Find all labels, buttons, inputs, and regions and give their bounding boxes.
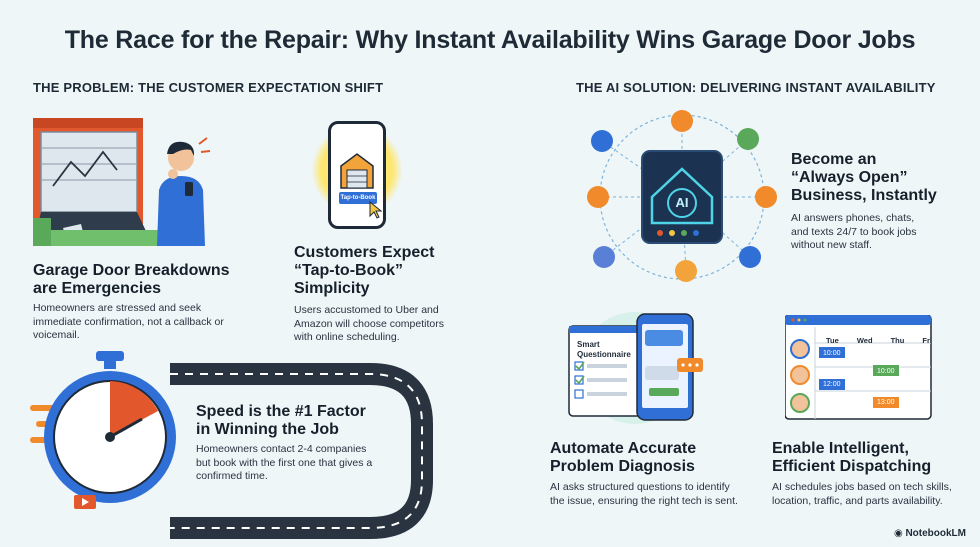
- tap-to-book-button[interactable]: Tap-to-Book: [339, 192, 377, 204]
- always-open-title-line3: Business, Instantly: [791, 187, 937, 204]
- tap-title-line2: “Tap-to-Book”: [294, 262, 404, 279]
- tap-title-line1: Customers Expect: [294, 244, 435, 261]
- day-tue: Tue: [826, 336, 839, 345]
- day-wed: Wed: [856, 336, 873, 345]
- speed-body-line3: confirmed time.: [196, 470, 268, 482]
- always-open-body-line2: and texts 24/7 to book jobs: [791, 225, 917, 238]
- dispatch-body-line1: AI schedules jobs based on tech skills,: [772, 481, 952, 493]
- tap-body-line2: Amazon will choose competitors: [294, 317, 444, 330]
- ai-hub-label: AI: [675, 195, 689, 210]
- notebooklm-brand: ◉ NotebookLM: [894, 528, 966, 539]
- questionnaire-illustration: [568, 312, 703, 424]
- ai-hub-illustration: [587, 110, 777, 282]
- race-road-illustration: [170, 363, 433, 539]
- phone-icon: [328, 121, 386, 229]
- speed-title-line2: in Winning the Job: [196, 421, 339, 438]
- page-title: The Race for the Repair: Why Instant Ava…: [64, 26, 916, 54]
- diagnosis-body-line2: the issue, ensuring the right tech is se…: [550, 494, 738, 507]
- questionnaire-line2: Questionnaire: [577, 350, 631, 359]
- questionnaire-line1: Smart: [577, 340, 600, 349]
- always-open-body-line3: without new staff.: [791, 239, 872, 251]
- problem-heading: THE PROBLEM: THE CUSTOMER EXPECTATION SH…: [33, 80, 384, 95]
- schedule-calendar-illustration: [785, 315, 932, 420]
- breakdowns-title-line1: Garage Door Breakdowns: [33, 262, 230, 279]
- dispatch-body-line2: location, traffic, and parts availabilit…: [772, 494, 943, 507]
- speed-body-line2: but book with the first one that gives a: [196, 456, 373, 469]
- cursor-icon: [369, 200, 383, 219]
- stopwatch-icon: [30, 351, 176, 509]
- breakdowns-body-line2: immediate confirmation, not a callback o…: [33, 315, 224, 328]
- tap-title-line3: Simplicity: [294, 280, 370, 297]
- slot-2: 10:00: [877, 368, 895, 375]
- diagnosis-body-line1: AI asks structured questions to identify: [550, 481, 730, 493]
- tap-body-line3: with online scheduling.: [294, 331, 400, 343]
- breakdowns-body-line1: Homeowners are stressed and seek: [33, 302, 202, 314]
- always-open-title-line1: Become an: [791, 151, 877, 168]
- breakdowns-body-line3: voicemail.: [33, 329, 80, 341]
- speed-title-line1: Speed is the #1 Factor: [196, 403, 366, 420]
- notebooklm-logo-icon: ◉: [893, 528, 906, 539]
- garage-app-icon: [340, 153, 374, 189]
- tap-body-line1: Users accustomed to Uber and: [294, 304, 439, 316]
- diagnosis-title-line1: Automate Accurate: [550, 440, 697, 457]
- broken-garage-illustration: [33, 118, 211, 246]
- breakdowns-title-line2: are Emergencies: [33, 280, 162, 297]
- slot-3: 12:00: [823, 381, 841, 388]
- always-open-body-line1: AI answers phones, chats,: [791, 212, 915, 224]
- slot-4: 13:00: [877, 399, 895, 406]
- dispatch-title-line2: Efficient Dispatching: [772, 458, 932, 475]
- always-open-title-line2: “Always Open”: [791, 169, 908, 186]
- solution-heading: THE AI SOLUTION: DELIVERING INSTANT AVAI…: [576, 80, 936, 95]
- brand-label: NotebookLM: [905, 528, 966, 539]
- dispatch-title-line1: Enable Intelligent,: [772, 440, 909, 457]
- speed-body-line1: Homeowners contact 2-4 companies: [196, 443, 367, 455]
- slot-1: 10:00: [823, 350, 841, 357]
- day-fri: Fri: [922, 336, 932, 345]
- diagnosis-title-line2: Problem Diagnosis: [550, 458, 695, 475]
- day-thu: Thu: [890, 336, 905, 345]
